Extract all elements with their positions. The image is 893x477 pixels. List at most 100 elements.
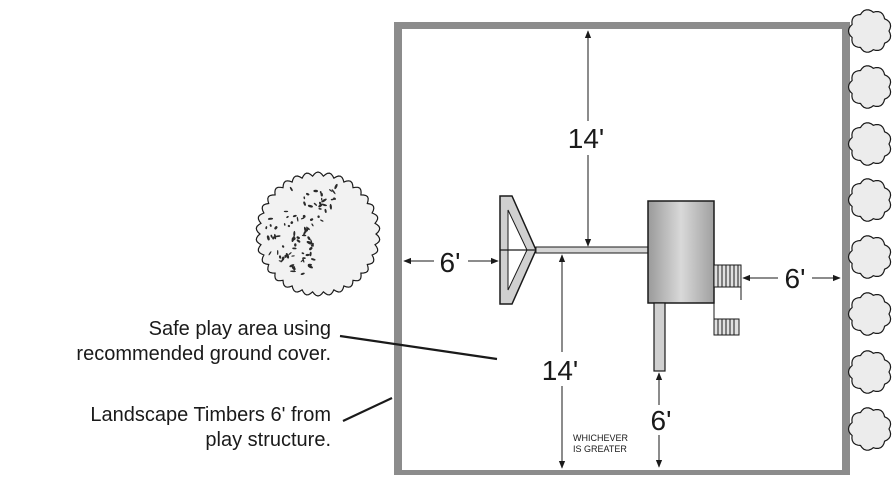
bottom-clearance-label: 14' bbox=[542, 355, 579, 386]
tree-leaf-speck bbox=[291, 235, 295, 243]
tree-leaf-speck bbox=[301, 234, 307, 237]
tree-leaf-speck bbox=[278, 255, 282, 259]
tree-leaf-speck bbox=[307, 263, 312, 266]
shrub-icon bbox=[847, 235, 892, 279]
swing-beam bbox=[535, 246, 649, 254]
tree-leaf-speck bbox=[301, 252, 305, 255]
tree-leaf-speck bbox=[292, 247, 297, 250]
shrub-row bbox=[847, 9, 892, 451]
tree-leaf-speck bbox=[321, 198, 327, 203]
whichever-note-line1: WHICHEVER bbox=[573, 433, 629, 443]
tree-leaf-speck bbox=[334, 183, 338, 190]
slide-clearance-label: 6' bbox=[651, 405, 672, 436]
tree-leaf-speck bbox=[291, 266, 296, 271]
left-clearance-label: 6' bbox=[440, 247, 461, 278]
tree-leaf-speck bbox=[292, 214, 297, 218]
tree-leaf-speck bbox=[266, 235, 270, 241]
tree-leaf-speck bbox=[288, 252, 292, 255]
landscape-timbers-callout: Landscape Timbers 6' from play structure… bbox=[0, 403, 331, 453]
safe-play-area-callout: Safe play area using recommended ground … bbox=[0, 317, 331, 367]
safe-area-leader-line bbox=[339, 334, 498, 361]
tree-leaf-speck bbox=[280, 258, 285, 263]
tree-leaf-speck bbox=[303, 229, 307, 236]
tree-leaf-speck bbox=[313, 189, 318, 193]
shrub-icon bbox=[847, 350, 892, 394]
dimension-bottom: 14' bbox=[532, 254, 588, 469]
tree-leaf-speck bbox=[286, 215, 289, 219]
tree-leaf-speck bbox=[306, 241, 313, 245]
tree-leaf-speck bbox=[320, 219, 324, 222]
tree-leaf-speck bbox=[309, 218, 314, 221]
tree-leaf-speck bbox=[296, 216, 299, 222]
tree-leaf-speck bbox=[265, 226, 268, 230]
tree-leaf-speck bbox=[309, 246, 313, 251]
timbers-text-line1: Landscape Timbers 6' from bbox=[90, 404, 331, 426]
tree-leaf-speck bbox=[294, 243, 297, 247]
tree-leaf-speck bbox=[274, 226, 278, 230]
dimension-left: 6' bbox=[403, 247, 499, 278]
tree-leaf-speck bbox=[270, 234, 273, 238]
tree-leaf-speck bbox=[303, 201, 306, 206]
tree-leaf-speck bbox=[305, 253, 310, 257]
tree-leaf-speck bbox=[296, 239, 301, 243]
shrub-icon bbox=[847, 292, 892, 336]
tree-leaf-speck bbox=[303, 196, 306, 200]
tree-leaf-speck bbox=[310, 244, 314, 247]
tree-leaf-speck bbox=[311, 223, 314, 227]
tree-leaf-speck bbox=[285, 252, 290, 259]
tree-leaf-speck bbox=[324, 208, 327, 213]
tree-leaf-speck bbox=[310, 239, 313, 244]
tree-leaf-speck bbox=[320, 197, 323, 201]
tree-leaf-speck bbox=[320, 192, 323, 197]
tree-leaf-speck bbox=[313, 202, 318, 206]
shrub-icon bbox=[847, 122, 892, 166]
tree-canopy-outline bbox=[255, 171, 381, 297]
tree-leaf-speck bbox=[283, 210, 289, 213]
tree-leaf-speck bbox=[300, 217, 305, 220]
tree-leaf-speck bbox=[329, 203, 332, 210]
tree-leaf-speck bbox=[269, 224, 272, 227]
dimension-right: 6' bbox=[742, 263, 841, 294]
tree-leaf-speck bbox=[321, 203, 328, 207]
shrub-icon bbox=[847, 65, 892, 109]
tree-leaf-speck bbox=[281, 245, 285, 248]
tree-leaf-speck bbox=[289, 264, 295, 268]
ladder-steps bbox=[713, 264, 742, 336]
tree-leaf-speck bbox=[268, 251, 272, 256]
safe-area-text-line1: Safe play area using bbox=[148, 318, 331, 340]
tree-leaf-speck bbox=[267, 217, 274, 220]
tree-leaf-speck bbox=[283, 223, 286, 226]
tree-leaf-speck bbox=[296, 236, 300, 240]
tree-leaf-speck bbox=[287, 224, 291, 228]
timbers-leader-line bbox=[342, 397, 393, 422]
tree-leaf-speck bbox=[305, 192, 310, 196]
tree-leaf-speck bbox=[329, 189, 333, 192]
tree-leaf-speck bbox=[331, 189, 336, 195]
tree-leaf-speck bbox=[307, 204, 313, 208]
tree-leaf-speck bbox=[272, 236, 275, 240]
tree-icon bbox=[255, 171, 381, 297]
right-clearance-label: 6' bbox=[785, 263, 806, 294]
tree-leaf-speck bbox=[293, 230, 296, 237]
whichever-note-line2: IS GREATER bbox=[573, 444, 627, 454]
tree-leaf-speck bbox=[277, 250, 279, 255]
shrub-icon bbox=[847, 178, 892, 222]
tree-leaf-speck bbox=[289, 186, 293, 192]
tree-leaf-speck bbox=[306, 226, 308, 231]
shrub-icon bbox=[847, 407, 892, 451]
top-clearance-label: 14' bbox=[568, 123, 605, 154]
tree-leaf-speck bbox=[302, 257, 305, 263]
tree-leaf-speck bbox=[291, 255, 295, 257]
tree-leaf-speck bbox=[307, 236, 311, 241]
shrub-icon bbox=[847, 9, 892, 53]
play-fort-roof bbox=[647, 200, 715, 304]
tree-leaf-speck bbox=[307, 264, 313, 269]
tree-leaf-speck bbox=[290, 221, 294, 224]
tree-leaf-speck bbox=[330, 198, 335, 201]
tree-leaf-speck bbox=[318, 208, 322, 210]
timbers-text-line2: play structure. bbox=[205, 429, 331, 451]
safe-area-text-line2: recommended ground cover. bbox=[76, 343, 331, 365]
tree-leaf-speck bbox=[275, 235, 281, 238]
tree-leaf-speck bbox=[300, 272, 305, 275]
